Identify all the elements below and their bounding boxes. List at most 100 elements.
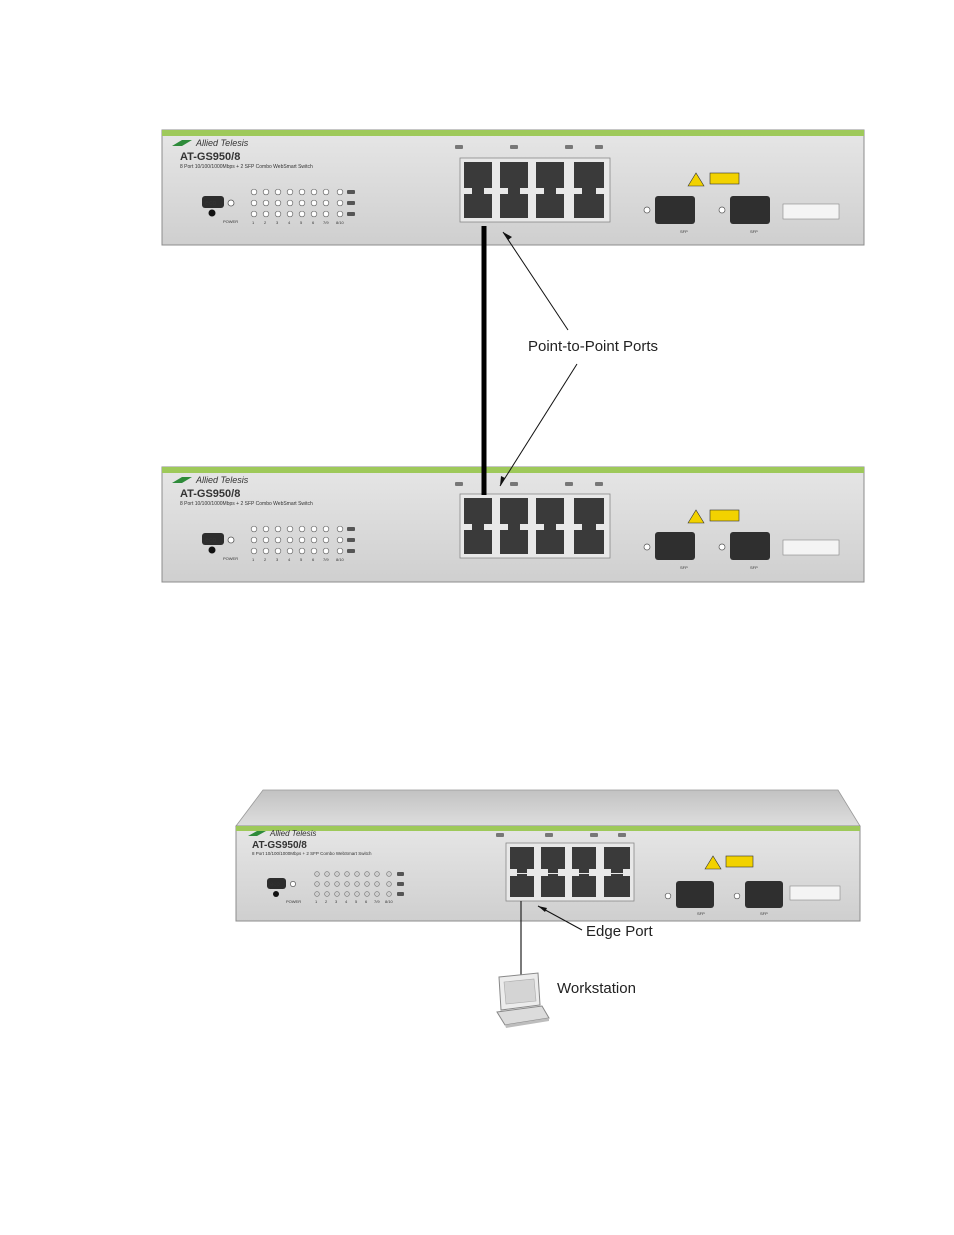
arrowhead-icon [538,906,547,912]
sfp-led-icon [664,892,672,900]
eco-label: eco [205,537,216,544]
eco-badge-icon [202,533,224,545]
svg-text:8/10: 8/10 [385,899,394,904]
eco-button[interactable] [273,891,279,897]
sfp-led-icon [643,206,651,214]
power-label: POWER [223,219,238,224]
rj45-port-2[interactable] [464,528,492,554]
led-port-numbers: 1 2 3 4 5 6 7/9 8/10 [252,557,345,562]
svg-text:6: 6 [365,899,368,904]
svg-text:3: 3 [335,899,338,904]
rj45-port-5[interactable] [536,498,564,528]
rj45-port-4[interactable] [500,528,528,554]
rj45-port-4[interactable] [541,874,565,897]
port-status-legend [455,145,603,149]
sfp-label: SFP [750,565,758,570]
rj45-port-2[interactable] [464,192,492,218]
rj45-port-6[interactable] [572,874,596,897]
sfp-port-2[interactable] [730,532,770,560]
callout-pointer-line [502,231,569,331]
arrowhead-icon [500,476,505,486]
status-led-matrix [250,188,344,218]
power-led-icon [227,199,235,207]
sfp-port-1[interactable] [655,532,695,560]
eco-button[interactable] [208,209,216,217]
svg-text:2: 2 [264,220,267,225]
rj45-ports [510,847,630,897]
rj45-port-7[interactable] [604,847,630,873]
rj45-port-block [459,157,611,223]
model-subtitle: 8 Port 10/100/1000Mbps + 2 SFP Combo Web… [180,164,313,170]
switch-top-surface [235,789,861,827]
sfp-led-icon [733,892,741,900]
sfp-led-icon [643,543,651,551]
svg-text:6: 6 [312,220,315,225]
sfp-label: SFP [680,229,688,234]
eco-label: eco [270,882,280,888]
laser-warning-icon [687,509,705,524]
model-label: AT-GS950/8 [252,840,307,851]
workstation-icon [496,972,550,1028]
brand-label: Allied Telesis [195,138,249,148]
rj45-port-5[interactable] [572,847,596,873]
switch-perspective: Allied Telesis AT-GS950/8 8 Port 10/100/… [235,789,861,922]
rj45-ports [464,162,604,218]
svg-text:2: 2 [264,557,267,562]
svg-text:6: 6 [312,557,315,562]
sfp-label: SFP [760,911,768,916]
rj45-port-6[interactable] [536,528,564,554]
port-status-legend [496,833,626,837]
sfp-port-1[interactable] [655,196,695,224]
rj45-port-block [505,842,635,902]
svg-text:7/9: 7/9 [374,899,380,904]
switch-bottom: Allied Telesis AT-GS950/8 8 Port 10/100/… [161,466,865,583]
rj45-port-1[interactable] [464,498,492,528]
switch-top: Allied Telesis AT-GS950/8 8 Port 10/100/… [161,129,865,246]
rj45-port-1[interactable] [510,847,534,873]
laser-warning-label-icon [709,172,740,185]
rj45-port-3[interactable] [541,847,565,873]
rj45-port-8[interactable] [574,192,604,218]
eco-badge-icon [267,878,286,889]
sfp-led-icon [718,543,726,551]
power-label: POWER [223,556,238,561]
eco-badge-icon [202,196,224,208]
rj45-port-6[interactable] [536,192,564,218]
sfp-port-2[interactable] [745,881,783,908]
rj45-port-2[interactable] [510,874,534,897]
sfp-port-2[interactable] [730,196,770,224]
eco-button[interactable] [208,546,216,554]
arrowhead-icon [503,232,512,240]
rj45-port-7[interactable] [574,162,604,192]
rj45-port-8[interactable] [574,528,604,554]
sfp-led-icon [718,206,726,214]
brand-label: Allied Telesis [195,475,249,485]
brand-logo-icon [172,140,192,146]
rj45-port-8[interactable] [604,874,630,897]
sfp-label: SFP [750,229,758,234]
rj45-port-3[interactable] [500,498,528,528]
rj45-port-3[interactable] [500,162,528,192]
svg-text:3: 3 [276,557,279,562]
workstation-label: Workstation [557,980,636,997]
sfp-led-legend [789,885,841,901]
power-led-icon [290,881,296,887]
svg-text:1: 1 [252,220,255,225]
sfp-port-1[interactable] [676,881,714,908]
laser-warning-label-icon [725,855,754,868]
svg-text:7/9: 7/9 [323,220,329,225]
rj45-port-5[interactable] [536,162,564,192]
laser-warning-icon [687,172,705,187]
rj45-port-1[interactable] [464,162,492,192]
svg-text:4: 4 [345,899,348,904]
rj45-port-7[interactable] [574,498,604,528]
led-port-numbers: 1 2 3 4 5 6 7/9 8/10 [252,220,345,225]
rj45-port-4[interactable] [500,192,528,218]
model-label: AT-GS950/8 [180,488,240,500]
sfp-label: SFP [697,911,705,916]
edge-port-figure: Allied Telesis AT-GS950/8 8 Port 10/100/… [235,789,861,1028]
sfp-led-legend [782,539,840,556]
port-status-legend [455,482,603,486]
svg-text:5: 5 [300,220,303,225]
